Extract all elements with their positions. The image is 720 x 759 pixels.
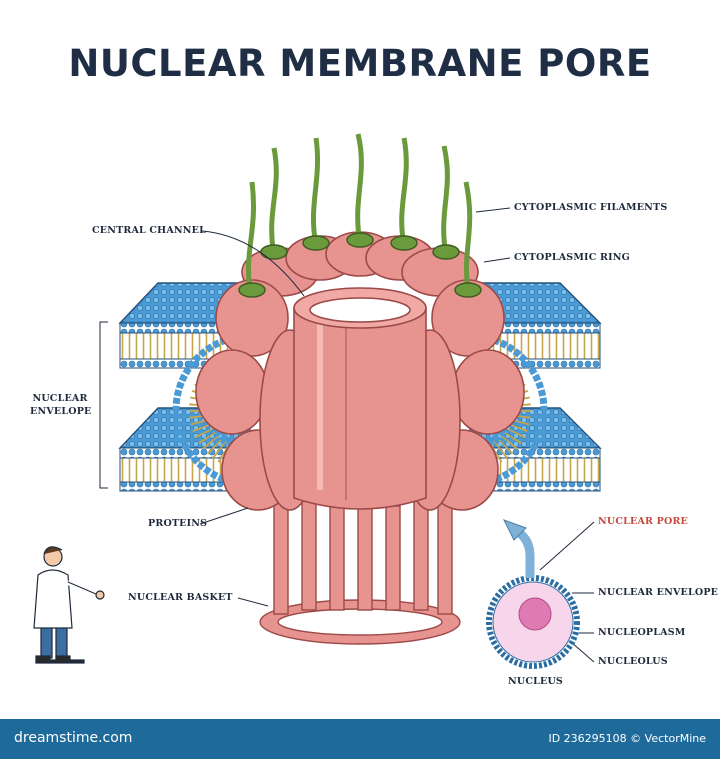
label-nucleoplasm: NUCLEOPLASM (598, 627, 686, 638)
footer-credit: ID 236295108 © VectorMine (548, 732, 706, 745)
label-nuclear-envelope-inset: NUCLEAR ENVELOPE (598, 587, 719, 598)
label-nucleus: NUCLEUS (508, 676, 563, 687)
label-nuclear-pore: NUCLEAR PORE (598, 516, 688, 527)
label-cytoplasmic-filaments: CYTOPLASMIC FILAMENTS (514, 202, 668, 213)
label-central-channel: CENTRAL CHANNEL (92, 225, 207, 236)
central-channel (293, 287, 427, 510)
label-cytoplasmic-ring: CYTOPLASMIC RING (514, 252, 630, 263)
footer-site[interactable]: dreamstime.com (14, 730, 133, 746)
scientist-figure (33, 546, 105, 664)
label-nuclear-envelope-line2: ENVELOPE (30, 406, 92, 417)
label-nuclear-basket: NUCLEAR BASKET (128, 592, 233, 603)
cytoplasmic-filaments (238, 133, 482, 298)
label-proteins: PROTEINS (148, 518, 208, 529)
page-title: NUCLEAR MEMBRANE PORE (68, 42, 652, 85)
nuclear-pore-illustration (33, 133, 602, 669)
label-nucleolus: NUCLEOLUS (598, 656, 668, 667)
leader-lines (99, 207, 595, 663)
label-nuclear-envelope-line1: NUCLEAR (32, 393, 88, 404)
nuclear-basket (259, 491, 461, 645)
label-nuclear-envelope-left: NUCLEAR ENVELOPE (30, 392, 92, 418)
footer-bar: dreamstime.com ID 236295108 © VectorMine (0, 719, 720, 759)
nucleus-inset (486, 519, 580, 669)
